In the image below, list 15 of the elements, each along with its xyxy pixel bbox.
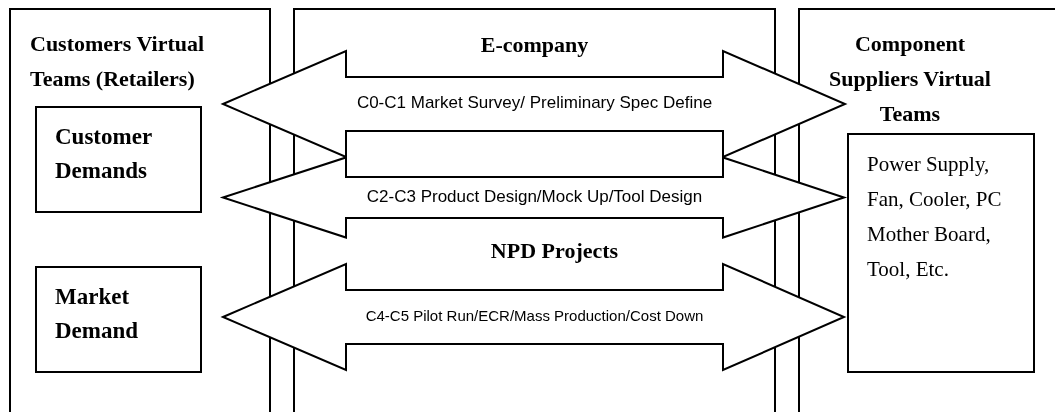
text-box: Power Supply, Fan, Cooler, PC Mother Board, Tool, Etc. <box>847 133 1035 373</box>
panel <box>798 8 1055 412</box>
panel-heading: Customers Virtual Teams (Retailers) <box>30 30 206 93</box>
text-box: Customer Demands <box>35 106 202 213</box>
panel-heading: Component Suppliers Virtual Teams <box>828 30 992 128</box>
block-arrow <box>220 262 847 372</box>
panel-subheading: NPD Projects <box>489 237 620 265</box>
text-box: Market Demand <box>35 266 202 373</box>
block-arrow <box>219 156 848 239</box>
panel-heading: E-company <box>479 31 590 59</box>
block-arrow <box>220 49 848 159</box>
edge-label: C2-C3 Product Design/Mock Up/Tool Design <box>365 185 704 208</box>
edge-label: C0-C1 Market Survey/ Preliminary Spec Define <box>355 92 714 114</box>
panel <box>9 8 271 412</box>
edge-label: C4-C5 Pilot Run/ECR/Mass Production/Cost Down <box>364 306 705 326</box>
